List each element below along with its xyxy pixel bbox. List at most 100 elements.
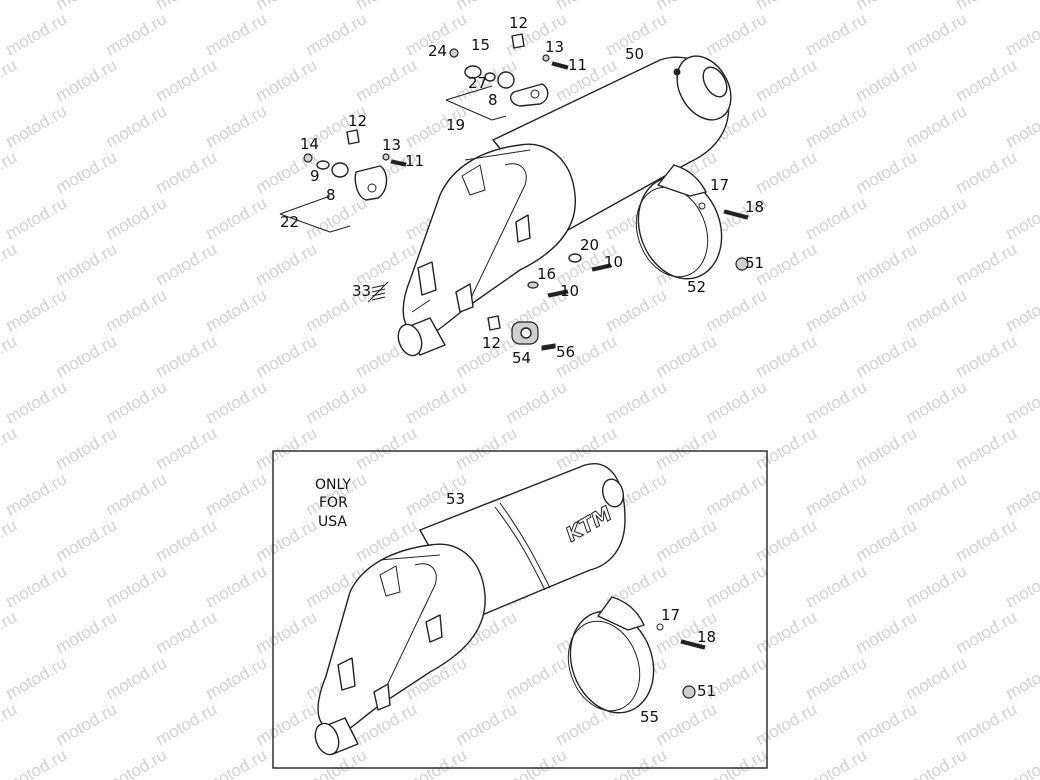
callout-22: 22 (280, 213, 299, 231)
watermark-text: motod.ru (3, 653, 71, 703)
watermark-text: motod.ru (3, 377, 71, 427)
watermark-text: motod.ru (253, 239, 321, 289)
callout-14: 14 (300, 135, 319, 153)
watermark-text: motod.ru (853, 55, 921, 105)
watermark-text: motod.ru (253, 423, 321, 473)
watermark-text: motod.ru (903, 653, 971, 703)
watermark-text: motod.ru (303, 193, 371, 243)
usa-note-line1: ONLY (315, 477, 351, 493)
watermark-text: motod.ru (953, 0, 1021, 13)
silencer-50 (397, 55, 732, 357)
watermark-text: motod.ru (453, 0, 521, 13)
watermark-text: motod.ru (1003, 745, 1040, 780)
watermark-text: motod.ru (253, 331, 321, 381)
callout-9: 9 (310, 167, 320, 185)
watermark-text: motod.ru (653, 0, 721, 13)
watermark-text: motod.ru (953, 239, 1021, 289)
watermark-text: motod.ru (753, 607, 821, 657)
watermark-text: motod.ru (653, 423, 721, 473)
watermark-text: motod.ru (353, 55, 421, 105)
watermark-text: motod.ru (153, 607, 221, 657)
watermark-text: motod.ru (103, 745, 171, 780)
watermark-text: motod.ru (853, 699, 921, 749)
watermark-text: motod.ru (153, 0, 221, 13)
watermark-text: motod.ru (3, 101, 71, 151)
callout-51: 51 (697, 682, 716, 700)
callout-17: 17 (710, 176, 729, 194)
watermark-text: motod.ru (253, 699, 321, 749)
watermark-text: motod.ru (903, 469, 971, 519)
watermark-text: motod.ru (753, 55, 821, 105)
callout-20: 20 (580, 236, 599, 254)
usa-note-line3: USA (318, 514, 347, 530)
watermark-text: motod.ru (0, 239, 20, 289)
watermark-text: motod.ru (953, 515, 1021, 565)
watermark-text: motod.ru (153, 423, 221, 473)
watermark-text: motod.ru (3, 561, 71, 611)
callout-18: 18 (745, 198, 764, 216)
watermark-text: motod.ru (703, 377, 771, 427)
watermark-text: motod.ru (0, 699, 20, 749)
watermark-text: motod.ru (303, 9, 371, 59)
callout-53: 53 (446, 490, 465, 508)
watermark-text: motod.ru (653, 515, 721, 565)
watermark-text: motod.ru (603, 377, 671, 427)
watermark-text: motod.ru (103, 377, 171, 427)
watermark-text: motod.ru (853, 147, 921, 197)
watermark-text: motod.ru (703, 285, 771, 335)
watermark-text: motod.ru (903, 561, 971, 611)
watermark-text: motod.ru (53, 147, 121, 197)
callout-11: 11 (568, 56, 587, 74)
watermark-text: motod.ru (603, 285, 671, 335)
watermark-text: motod.ru (0, 423, 20, 473)
watermark-text: motod.ru (3, 469, 71, 519)
callout-10: 10 (604, 253, 623, 271)
watermark-text: motod.ru (153, 239, 221, 289)
usa-note-line2: FOR (319, 495, 348, 511)
watermark-text: motod.ru (153, 699, 221, 749)
watermark-text: motod.ru (0, 515, 20, 565)
watermark-text: motod.ru (853, 331, 921, 381)
watermark-text: motod.ru (53, 699, 121, 749)
watermark-text: motod.ru (603, 745, 671, 780)
watermark-text: motod.ru (203, 101, 271, 151)
watermark-text: motod.ru (3, 193, 71, 243)
watermark-text: motod.ru (753, 0, 821, 13)
watermark-text: motod.ru (453, 699, 521, 749)
callout-8: 8 (488, 91, 498, 109)
watermark-text: motod.ru (453, 423, 521, 473)
watermark-text: motod.ru (953, 423, 1021, 473)
watermark-text: motod.ru (503, 653, 571, 703)
callout-52: 52 (687, 278, 706, 296)
clamp-55 (567, 596, 706, 714)
watermark-text: motod.ru (853, 515, 921, 565)
callout-12: 12 (348, 112, 367, 130)
callout-17: 17 (661, 606, 680, 624)
callout-11: 11 (405, 152, 424, 170)
watermark-text: motod.ru (53, 607, 121, 657)
watermark-text: motod.ru (203, 653, 271, 703)
watermark-text: motod.ru (103, 653, 171, 703)
watermark-text: motod.ru (803, 9, 871, 59)
watermark-text: motod.ru (153, 515, 221, 565)
callout-19: 19 (446, 116, 465, 134)
watermark-text: motod.ru (1003, 101, 1040, 151)
watermark-text: motod.ru (53, 331, 121, 381)
watermark-text: motod.ru (653, 331, 721, 381)
watermark-text: motod.ru (903, 285, 971, 335)
watermark-text: motod.ru (903, 745, 971, 780)
watermark-text: motod.ru (153, 147, 221, 197)
callout-10: 10 (560, 282, 579, 300)
watermark-text: motod.ru (0, 55, 20, 105)
callout-33: 33 (352, 282, 371, 300)
watermark-text: motod.ru (253, 607, 321, 657)
watermark-text: motod.ru (353, 423, 421, 473)
watermark-text: motod.ru (203, 745, 271, 780)
watermark-text: motod.ru (1003, 377, 1040, 427)
callout-51: 51 (745, 254, 764, 272)
callout-15: 15 (471, 36, 490, 54)
watermark-text: motod.ru (53, 55, 121, 105)
watermark-text: motod.ru (853, 239, 921, 289)
watermark-text: motod.ru (103, 193, 171, 243)
watermark-text: motod.ru (203, 561, 271, 611)
